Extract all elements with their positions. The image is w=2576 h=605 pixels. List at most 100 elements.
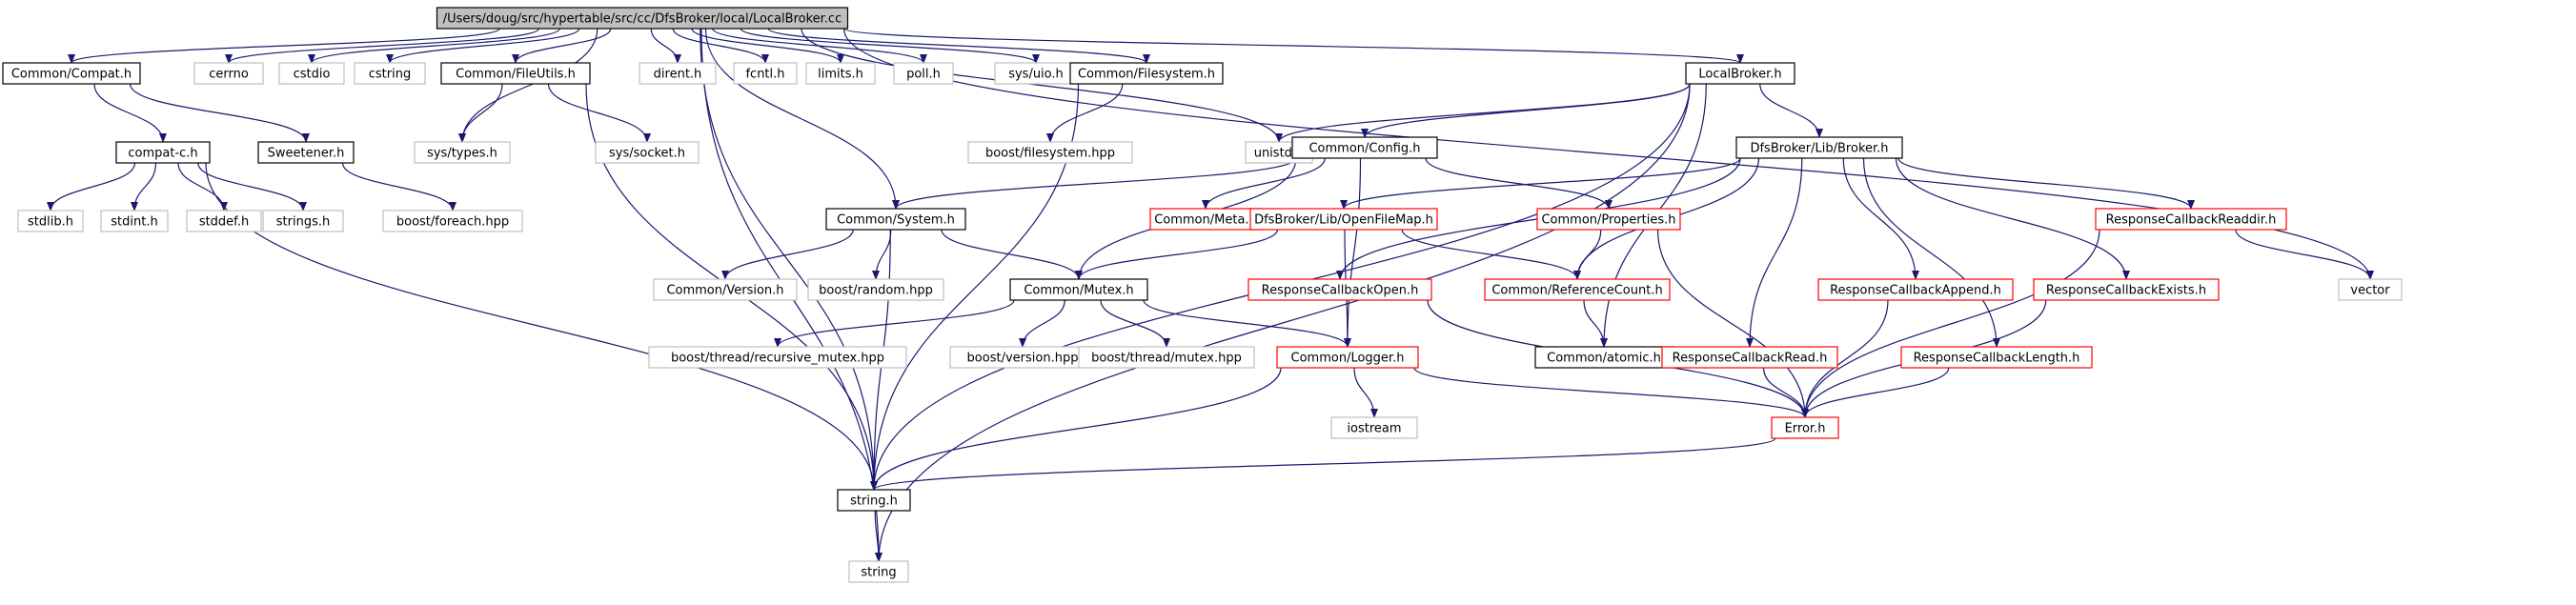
node-label: LocalBroker.h	[1698, 68, 1781, 82]
node-box	[382, 210, 523, 232]
graph-edge-root-to-cerrno	[225, 28, 540, 64]
node-box	[1735, 136, 1903, 159]
graph-node-boostrandom: boost/random.hpp	[807, 278, 944, 301]
graph-edge-logger-to-iostream	[1353, 367, 1378, 418]
node-label: compat-c.h	[128, 147, 197, 161]
node-box	[1291, 136, 1438, 159]
node-label: Common/Version.h	[666, 284, 783, 298]
node-label: boost/thread/recursive_mutex.hpp	[671, 352, 884, 366]
node-label: DfsBroker/Lib/OpenFileMap.h	[1254, 213, 1433, 228]
graph-node-compatc: compat-c.h	[115, 141, 211, 164]
graph-edge-compatc-to-stddef	[177, 162, 228, 212]
node-box	[595, 141, 700, 164]
graph-edge-broker-to-cbappend	[1842, 157, 1919, 280]
node-box	[1771, 416, 1839, 439]
node-box	[1247, 278, 1432, 301]
graph-node-syssocket: sys/socket.h	[595, 141, 700, 164]
graph-node-systypes: sys/types.h	[414, 141, 511, 164]
node-label: string.h	[850, 494, 898, 509]
node-label: Common/Meta.h	[1154, 213, 1257, 228]
node-label: DfsBroker/Lib/Broker.h	[1750, 142, 1888, 156]
graph-edge-compatc-to-strings	[197, 162, 307, 212]
graph-edge-root-to-filesystem	[767, 28, 1150, 64]
graph-node-stdint: stdint.h	[100, 210, 169, 232]
graph-edge-root-to-unistd	[801, 28, 1283, 143]
node-label: Common/ReferenceCount.h	[1491, 284, 1662, 298]
graph-edge-mutex-to-recmutex	[774, 299, 1015, 348]
node-label: limits.h	[818, 68, 863, 82]
node-box	[1276, 346, 1419, 369]
graph-edge-readdir-to-vector	[2235, 229, 2374, 280]
node-label: poll.h	[906, 68, 941, 82]
graph-edge-root-to-system	[704, 28, 900, 210]
node-box	[1536, 208, 1681, 231]
graph-edge-system-to-version	[721, 229, 854, 280]
graph-node-broker: DfsBroker/Lib/Broker.h	[1735, 136, 1903, 159]
graph-edge-localbroker-to-config	[1361, 83, 1691, 138]
graph-node-cbopen: ResponseCallbackOpen.h	[1247, 278, 1432, 301]
node-label: stdint.h	[111, 215, 157, 230]
graph-node-atomic: Common/atomic.h	[1534, 346, 1673, 369]
graph-edge-openfilemap-to-mutex	[1075, 229, 1279, 280]
graph-node-sweetener: Sweetener.h	[257, 141, 355, 164]
graph-node-poll: poll.h	[893, 62, 954, 85]
graph-edge-compatc-to-stdlib	[47, 162, 136, 212]
node-box	[100, 210, 169, 232]
graph-node-localbroker: LocalBroker.h	[1685, 62, 1795, 85]
graph-edge-cbappend-to-error	[1801, 299, 1889, 418]
graph-edge-sweetener-to-boostforeach	[341, 162, 456, 212]
graph-edge-root-to-sysuio	[740, 28, 1040, 64]
node-label: boost/foreach.hpp	[396, 215, 509, 230]
graph-edge-config-to-properties	[1425, 157, 1613, 210]
node-box	[1685, 62, 1795, 85]
node-box	[648, 346, 907, 369]
node-box	[354, 62, 426, 85]
node-box	[278, 62, 345, 85]
graph-edge-root-to-compat	[68, 28, 500, 64]
node-label: Common/atomic.h	[1547, 352, 1661, 366]
node-label: boost/filesystem.hpp	[985, 147, 1115, 161]
graph-edge-broker-to-cbexists	[1895, 157, 2130, 280]
node-label: Common/System.h	[837, 213, 955, 228]
node-label: stdlib.h	[28, 215, 73, 230]
graph-edge-mutex-to-logger	[1143, 299, 1351, 348]
node-box	[805, 62, 876, 85]
node-box	[1900, 346, 2093, 369]
graph-edge-compatc-to-stdint	[131, 162, 157, 212]
graph-edge-config-to-system	[892, 157, 1297, 210]
graph-node-mutex: Common/Mutex.h	[1009, 278, 1148, 301]
graph-node-meta: Common/Meta.h	[1149, 208, 1262, 231]
node-label: Common/Logger.h	[1291, 352, 1405, 366]
graph-edge-openfilemap-to-refcount	[1401, 229, 1581, 280]
node-label: Sweetener.h	[268, 147, 345, 161]
node-box	[1078, 346, 1255, 369]
graph-node-fileutils: Common/FileUtils.h	[440, 62, 591, 85]
node-box	[653, 278, 798, 301]
node-label: stddef.h	[199, 215, 249, 230]
node-box	[2, 62, 141, 85]
graph-node-compat: Common/Compat.h	[2, 62, 141, 85]
node-box	[733, 62, 798, 85]
node-label: Common/Compat.h	[11, 68, 132, 82]
graph-node-strings: strings.h	[262, 210, 344, 232]
node-label: Common/FileUtils.h	[456, 68, 576, 82]
node-box	[807, 278, 944, 301]
graph-node-cbappend: ResponseCallbackAppend.h	[1817, 278, 2014, 301]
node-label: fcntl.h	[745, 68, 784, 82]
node-label: ResponseCallbackLength.h	[1914, 352, 2080, 366]
graph-edge-root-to-stringh	[700, 28, 878, 491]
node-label: boost/thread/mutex.hpp	[1091, 352, 1242, 366]
node-label: sys/uio.h	[1008, 68, 1064, 82]
node-label: dirent.h	[654, 68, 702, 82]
node-box	[262, 210, 344, 232]
graph-edge-compat-to-compatc	[93, 83, 167, 143]
node-label: vector	[2350, 284, 2390, 298]
node-box	[436, 7, 849, 30]
graph-edge-localbroker-to-unistd	[1275, 83, 1691, 143]
node-box	[1009, 278, 1148, 301]
node-label: sys/types.h	[427, 147, 497, 161]
graph-node-vector: vector	[2338, 278, 2403, 301]
graph-node-readdir: ResponseCallbackReaddir.h	[2095, 208, 2287, 231]
nodes-layer: /Users/doug/src/hypertable/src/cc/DfsBro…	[2, 7, 2403, 583]
